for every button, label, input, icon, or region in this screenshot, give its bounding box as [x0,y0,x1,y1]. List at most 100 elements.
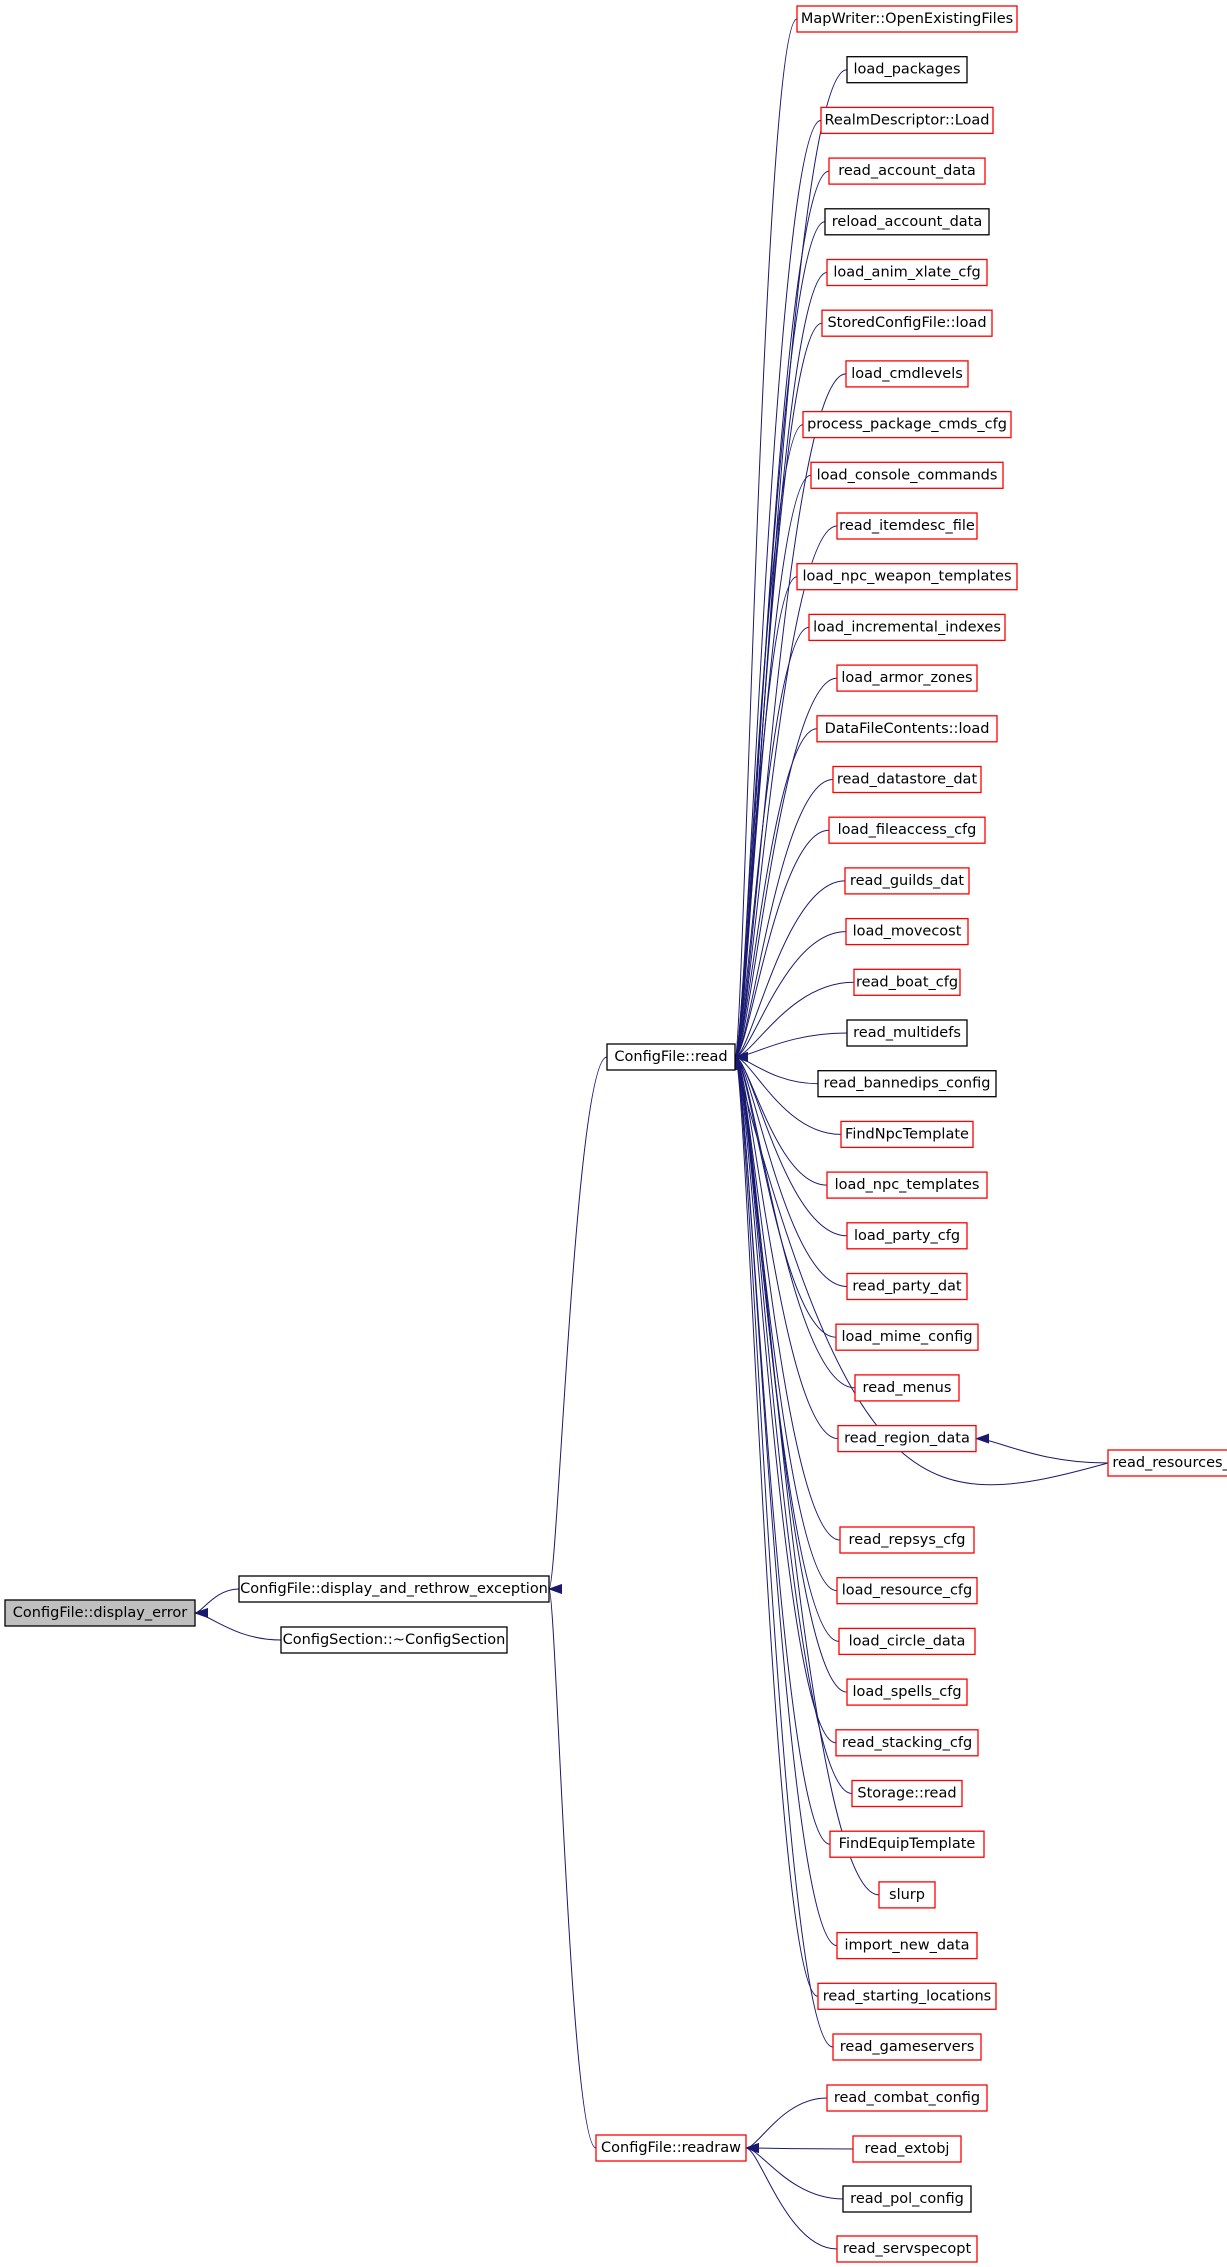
node-box[interactable] [840,1120,974,1149]
node-c23[interactable]: load_npc_templates [826,1171,988,1199]
node-r0[interactable]: read_combat_config [826,2084,988,2112]
node-c10[interactable]: read_itemdesc_file [836,512,978,540]
node-box[interactable] [595,2134,747,2162]
node-c39[interactable]: read_gameservers [832,2033,982,2061]
node-c36[interactable]: slurp [878,1881,936,1909]
node-r1[interactable]: read_extobj [852,2135,962,2163]
node-c8[interactable]: process_package_cmds_cfg [802,410,1012,439]
node-c3[interactable]: read_account_data [828,157,986,185]
node-c29[interactable]: read_repsys_cfg [839,1526,975,1554]
node-box[interactable] [828,816,986,844]
node-box[interactable] [846,56,968,84]
node-c33[interactable]: read_stacking_cfg [835,1729,979,1757]
node-box[interactable] [826,258,988,287]
node-box[interactable] [832,2033,982,2061]
node-box[interactable] [837,1424,977,1453]
node-r2[interactable]: read_pol_config [842,2185,972,2213]
node-c2[interactable]: RealmDescriptor::Load [820,106,994,135]
node-c12[interactable]: load_incremental_indexes [808,613,1006,642]
node-box[interactable] [845,360,969,388]
node-box[interactable] [796,563,1018,591]
node-c18[interactable]: load_movecost [845,917,969,946]
node-box[interactable] [829,1830,985,1858]
node-c25[interactable]: read_party_dat [846,1272,968,1301]
node-box[interactable] [808,613,1006,642]
node-c31[interactable]: load_circle_data [838,1627,976,1656]
node-box[interactable] [835,1323,979,1351]
node-box[interactable] [853,968,961,996]
node-box[interactable] [836,2235,978,2263]
node-c9[interactable]: load_console_commands [810,461,1004,489]
node-box[interactable] [280,1626,508,1654]
node-box[interactable] [810,461,1004,489]
node-c30[interactable]: load_resource_cfg [836,1577,978,1605]
node-c16[interactable]: load_fileaccess_cfg [828,816,986,844]
node-box[interactable] [824,208,990,236]
node-c1[interactable]: load_packages [846,56,968,84]
node-box[interactable] [832,765,982,794]
node-box[interactable] [851,1779,963,1808]
node-box[interactable] [852,2135,962,2163]
node-box[interactable] [836,664,978,692]
node-box[interactable] [821,309,993,337]
node-box[interactable] [846,1222,968,1250]
node-c35[interactable]: FindEquipTemplate [829,1830,985,1858]
node-box[interactable] [826,1171,988,1199]
node-box[interactable] [846,1272,968,1301]
node-box[interactable] [838,1627,976,1656]
node-box[interactable] [816,715,998,743]
node-box[interactable] [846,1678,968,1706]
node-c4[interactable]: reload_account_data [824,208,990,236]
node-box[interactable] [836,1931,978,1960]
node-c5[interactable]: load_anim_xlate_cfg [826,258,988,287]
node-box[interactable] [826,2084,988,2112]
node-box[interactable] [238,1575,550,1603]
node-box[interactable] [820,106,994,135]
node-display-error[interactable]: ConfigFile::display_error [4,1599,196,1627]
node-box[interactable] [817,1070,997,1098]
node-box[interactable] [606,1043,736,1071]
node-c22[interactable]: FindNpcTemplate [840,1120,974,1149]
node-box[interactable] [842,2185,972,2213]
node-box[interactable] [844,867,970,895]
node-box[interactable] [835,1729,979,1757]
node-box[interactable] [817,1982,997,2010]
node-c32[interactable]: load_spells_cfg [846,1678,968,1706]
node-box[interactable] [878,1881,936,1909]
node-c0[interactable]: MapWriter::OpenExistingFiles [796,5,1018,33]
node-c38[interactable]: read_starting_locations [817,1982,997,2010]
node-box[interactable] [828,157,986,185]
node-c19[interactable]: read_boat_cfg [853,968,961,996]
node-c7[interactable]: load_cmdlevels [845,360,969,388]
node-c20[interactable]: read_multidefs [846,1019,968,1047]
node-box[interactable] [1107,1449,1227,1477]
node-read-resources-dat[interactable]: read_resources_dat [1107,1449,1227,1477]
node-box[interactable] [846,1019,968,1047]
node-c26[interactable]: load_mime_config [835,1323,979,1351]
node-read[interactable]: ConfigFile::read [606,1043,736,1071]
node-c13[interactable]: load_armor_zones [836,664,978,692]
node-c6[interactable]: StoredConfigFile::load [821,309,993,337]
node-box[interactable] [802,410,1012,439]
node-c11[interactable]: load_npc_weapon_templates [796,563,1018,591]
node-box[interactable] [796,5,1018,33]
node-c15[interactable]: read_datastore_dat [832,765,982,794]
node-box[interactable] [836,512,978,540]
node-c37[interactable]: import_new_data [836,1931,978,1960]
node-c17[interactable]: read_guilds_dat [844,867,970,895]
node-c24[interactable]: load_party_cfg [846,1222,968,1250]
node-box[interactable] [839,1526,975,1554]
node-box[interactable] [845,917,969,946]
node-c34[interactable]: Storage::read [851,1779,963,1808]
node-r3[interactable]: read_servspecopt [836,2235,978,2263]
node-c21[interactable]: read_bannedips_config [817,1070,997,1098]
node-c28[interactable]: read_region_data [837,1424,977,1453]
node-c27[interactable]: read_menus [854,1374,960,1402]
node-display-and-rethrow[interactable]: ConfigFile::display_and_rethrow_exceptio… [238,1575,550,1603]
node-configsection-dtor[interactable]: ConfigSection::~ConfigSection [280,1626,508,1654]
node-box[interactable] [4,1599,196,1627]
node-box[interactable] [854,1374,960,1402]
node-c14[interactable]: DataFileContents::load [816,715,998,743]
node-readraw[interactable]: ConfigFile::readraw [595,2134,747,2162]
node-box[interactable] [836,1577,978,1605]
